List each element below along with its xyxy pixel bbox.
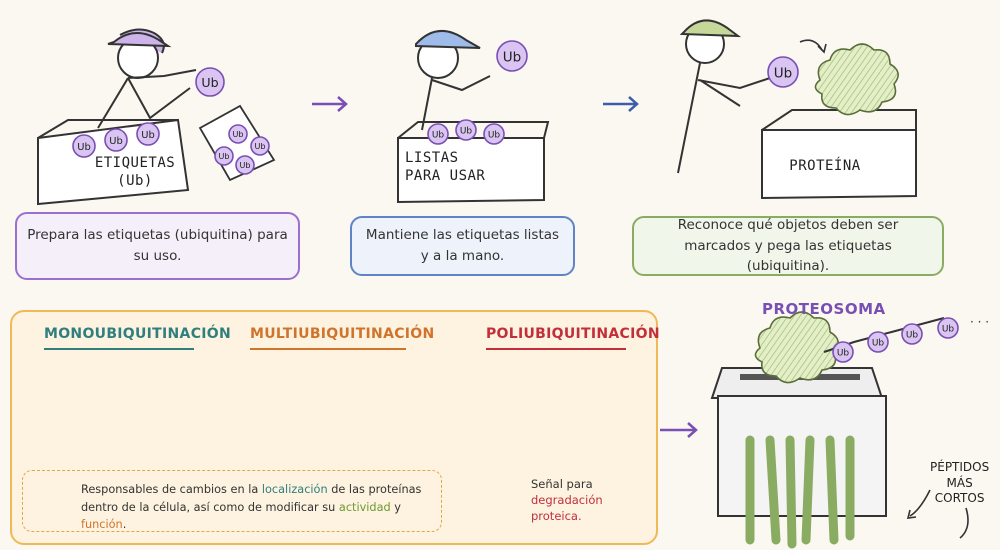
ub-tag-label: Ub — [201, 75, 218, 90]
flow-arrow-1 — [312, 96, 348, 112]
ub-tag-label: Ub — [218, 151, 229, 161]
ub-tag-label: Ub — [774, 65, 792, 81]
ub-tag: Ub — [136, 122, 160, 146]
ub-tag-label: Ub — [77, 142, 91, 153]
ub-tag-label: Ub — [942, 325, 955, 335]
ub-tag: Ub — [195, 67, 225, 97]
e1-description: Prepara las etiquetas (ubiquitina) para … — [27, 227, 288, 264]
highlight-funcion: función — [81, 518, 123, 531]
ub-tag: Ub — [214, 146, 234, 166]
proteasome-title: PROTEOSOMA — [762, 300, 886, 318]
ub-tag: Ub — [72, 134, 96, 158]
localization-note: Responsables de cambios en la localizaci… — [22, 470, 442, 532]
ub-tag: Ub — [867, 331, 889, 353]
ub-tag: Ub — [496, 40, 528, 72]
ub-tag: Ub — [483, 123, 505, 145]
e3-scene — [677, 19, 917, 200]
title-monoubiquitinacion: MONOUBIQUITINACIÓN — [44, 326, 231, 342]
highlight-localizacion: localización — [261, 483, 328, 496]
ub-tag-label: Ub — [109, 136, 123, 147]
ub-tag-label: Ub — [141, 130, 155, 141]
ub-tag-label: Ub — [232, 129, 243, 139]
ub-tag-label: Ub — [503, 49, 521, 65]
curve-arrow — [909, 489, 931, 517]
ub-tag: Ub — [250, 136, 270, 156]
e3-description-card: Reconoce qué objetos deben ser marcados … — [632, 216, 944, 276]
ub-tag: Ub — [767, 56, 799, 88]
proteasome-shredder — [710, 311, 945, 549]
curve-arrow — [906, 509, 917, 519]
underline — [250, 348, 406, 350]
ub-tag: Ub — [937, 317, 959, 339]
flow-arrow-2 — [603, 96, 639, 112]
e3-description: Reconoce qué objetos deben ser marcados … — [677, 216, 899, 275]
underline — [44, 348, 194, 350]
ub-tag-label: Ub — [906, 331, 919, 341]
title-multiubiquitinacion: MULTIUBIQUITINACIÓN — [250, 326, 435, 342]
ub-tag: Ub — [901, 323, 923, 345]
ub-tag-label: Ub — [488, 131, 501, 141]
box-label-proteina: PROTEÍNA — [789, 158, 861, 174]
ub-tag-label: Ub — [872, 339, 885, 349]
ub-tag: Ub — [228, 124, 248, 144]
box-label-etiquetas: ETIQUETAS(Ub) — [94, 155, 176, 189]
e2-description: Mantiene las etiquetas listas y a la man… — [365, 227, 560, 264]
e1-description-card: Prepara las etiquetas (ubiquitina) para … — [15, 212, 300, 280]
peptides-label: PÉPTIDOS MÁS CORTOS — [930, 460, 990, 506]
ub-tag: Ub — [235, 155, 255, 175]
ub-tag-label: Ub — [837, 349, 850, 359]
underline — [486, 348, 626, 350]
highlight-actividad: actividad — [338, 500, 391, 514]
ub-tag: Ub — [455, 119, 477, 141]
ub-tag-label: Ub — [239, 160, 250, 170]
flow-arrow-3 — [660, 422, 698, 438]
ub-tag-label: Ub — [432, 131, 445, 141]
ub-tag: Ub — [427, 123, 449, 145]
e2-scene — [397, 30, 550, 204]
e2-description-card: Mantiene las etiquetas listas y a la man… — [350, 216, 575, 276]
ub-tag: Ub — [832, 341, 854, 363]
ub-tag: Ub — [104, 128, 128, 152]
chain-ellipsis: · · · — [970, 315, 989, 329]
ub-tag-label: Ub — [460, 127, 473, 137]
title-poliubiquitinacion: POLIUBIQUITINACIÓN — [486, 326, 660, 342]
curve-arrow — [959, 507, 969, 539]
degradation-signal-note: Señal para degradación proteica. — [531, 477, 603, 524]
ub-tag-label: Ub — [254, 141, 265, 151]
